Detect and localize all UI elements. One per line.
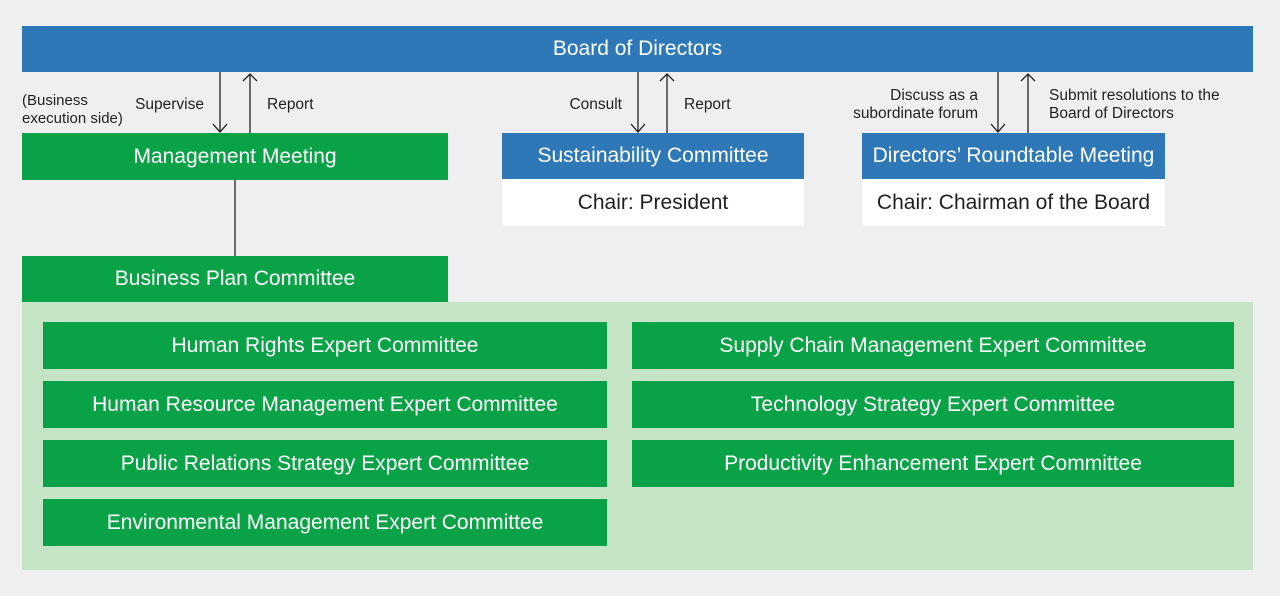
management-meeting: Management Meeting [22, 133, 448, 180]
submit-label: Submit resolutions to the Board of Direc… [1049, 87, 1220, 122]
expert-committee-public-relations: Public Relations Strategy Expert Committ… [43, 440, 607, 487]
report-arrowhead-sustainability [659, 73, 675, 82]
report-arrowhead-management [242, 73, 258, 82]
management-report-label: Report [267, 96, 314, 113]
expert-committee-human-resource: Human Resource Management Expert Committ… [43, 381, 607, 428]
expert-committee-productivity: Productivity Enhancement Expert Committe… [632, 440, 1234, 487]
expert-committee-environmental: Environmental Management Expert Committe… [43, 499, 607, 546]
board-of-directors: Board of Directors [22, 26, 1253, 72]
discuss-label: Discuss as a subordinate forum [853, 87, 978, 122]
sustainability-chair: Chair: President [502, 179, 804, 226]
directors-roundtable-meeting: Directors’ Roundtable Meeting [862, 133, 1165, 179]
expert-committee-supply-chain: Supply Chain Management Expert Committee [632, 322, 1234, 369]
supervise-label: Supervise [135, 96, 204, 113]
consult-arrowhead [630, 123, 646, 133]
sustainability-committee: Sustainability Committee [502, 133, 804, 179]
sustainability-report-label: Report [684, 96, 731, 113]
consult-label: Consult [569, 96, 622, 113]
business-execution-side-note: (Business execution side) [22, 92, 123, 127]
roundtable-chair: Chair: Chairman of the Board [862, 179, 1165, 226]
expert-committee-human-rights: Human Rights Expert Committee [43, 322, 607, 369]
supervise-arrowhead [212, 123, 228, 133]
submit-arrowhead [1020, 73, 1036, 82]
expert-committee-technology-strategy: Technology Strategy Expert Committee [632, 381, 1234, 428]
business-plan-committee: Business Plan Committee [22, 256, 448, 302]
discuss-arrowhead [990, 123, 1006, 133]
